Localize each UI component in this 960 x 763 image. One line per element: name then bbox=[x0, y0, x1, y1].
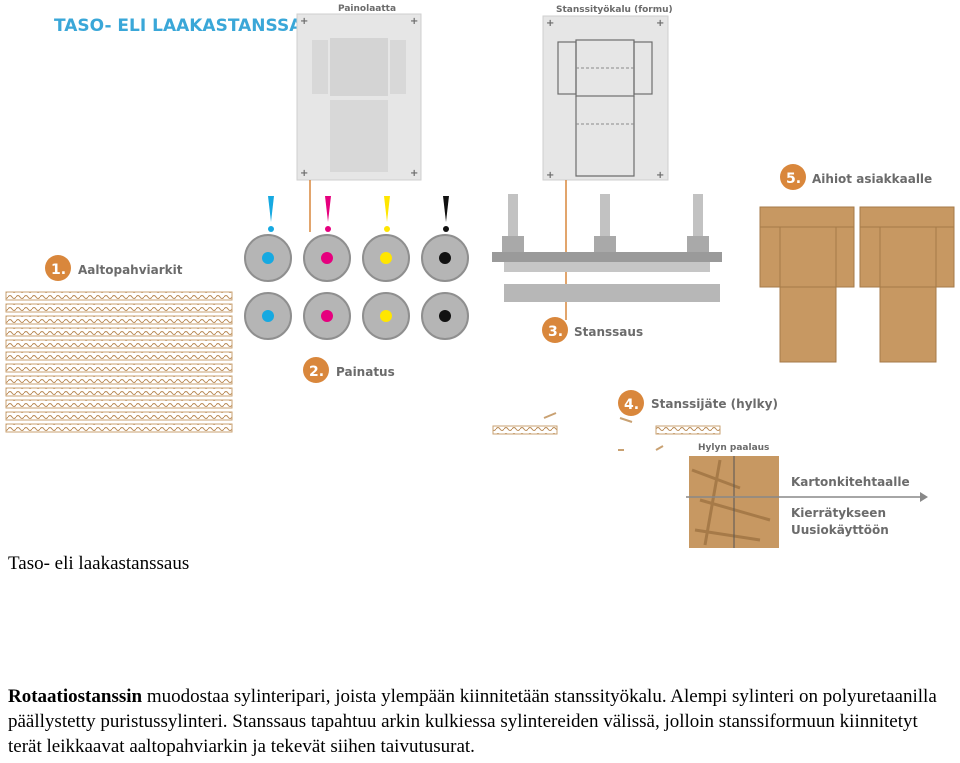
die-cutting-diagram: TASO- ELI LAAKASTANSSAUS + + + + Painola… bbox=[5, 4, 955, 548]
step-1-label: Aaltopahviarkit bbox=[78, 263, 183, 277]
diagram-title: TASO- ELI LAAKASTANSSAUS bbox=[54, 16, 328, 36]
svg-text:+: + bbox=[300, 16, 308, 27]
svg-text:+: + bbox=[410, 16, 418, 27]
destination-recycle: Kierrätykseen bbox=[791, 506, 886, 520]
bale-arrow-head bbox=[920, 492, 928, 502]
printing-cylinders bbox=[244, 234, 469, 340]
destination-reuse: Uusiokäyttöön bbox=[791, 523, 889, 537]
step-2-number: 2. bbox=[309, 364, 324, 380]
box-blank-1 bbox=[759, 206, 855, 363]
svg-text:+: + bbox=[300, 168, 308, 179]
svg-text:+: + bbox=[546, 18, 554, 29]
step-5-number: 5. bbox=[786, 171, 801, 187]
step-3-badge bbox=[542, 317, 568, 343]
die-cutting-tool: + + + + bbox=[542, 15, 669, 181]
svg-text:+: + bbox=[410, 168, 418, 179]
box-blank-2 bbox=[859, 206, 955, 363]
corrugated-sheets bbox=[5, 291, 233, 433]
paragraph-body: muodostaa sylinteripari, joista ylempään… bbox=[8, 686, 937, 757]
description-paragraph: Rotaatiostanssin muodostaa sylinteripari… bbox=[8, 684, 954, 759]
paragraph-bold-term: Rotaatiostanssin bbox=[8, 686, 143, 707]
ink-drops bbox=[268, 196, 449, 232]
step-5-label: Aihiot asiakkaalle bbox=[812, 172, 932, 186]
output-sheet-left bbox=[492, 425, 558, 435]
waste-bale bbox=[689, 456, 779, 548]
printing-plate: + + + + bbox=[296, 13, 422, 181]
step-1-number: 1. bbox=[51, 262, 66, 278]
svg-text:+: + bbox=[656, 170, 664, 181]
svg-text:+: + bbox=[656, 18, 664, 29]
step-1-badge bbox=[45, 255, 71, 281]
plate-label: Painolaatta bbox=[338, 4, 396, 14]
step-4-label: Stanssijäte (hylky) bbox=[651, 397, 778, 411]
waste-baling-label: Hylyn paalaus bbox=[698, 443, 769, 453]
step-3-number: 3. bbox=[548, 324, 563, 340]
output-sheet-right bbox=[655, 425, 721, 435]
step-3-label: Stanssaus bbox=[574, 325, 643, 339]
tool-label: Stanssityökalu (formu) bbox=[556, 5, 673, 15]
destination-mill: Kartonkitehtaalle bbox=[791, 475, 910, 489]
svg-text:+: + bbox=[546, 170, 554, 181]
step-4-number: 4. bbox=[624, 397, 639, 413]
die-cutting-press bbox=[492, 194, 722, 302]
waste-pieces bbox=[543, 412, 664, 451]
step-5-badge bbox=[780, 164, 806, 190]
step-2-label: Painatus bbox=[336, 365, 395, 379]
step-2-badge bbox=[303, 357, 329, 383]
figure-caption: Taso- eli laakastanssaus bbox=[8, 553, 190, 574]
step-4-badge bbox=[618, 390, 644, 416]
